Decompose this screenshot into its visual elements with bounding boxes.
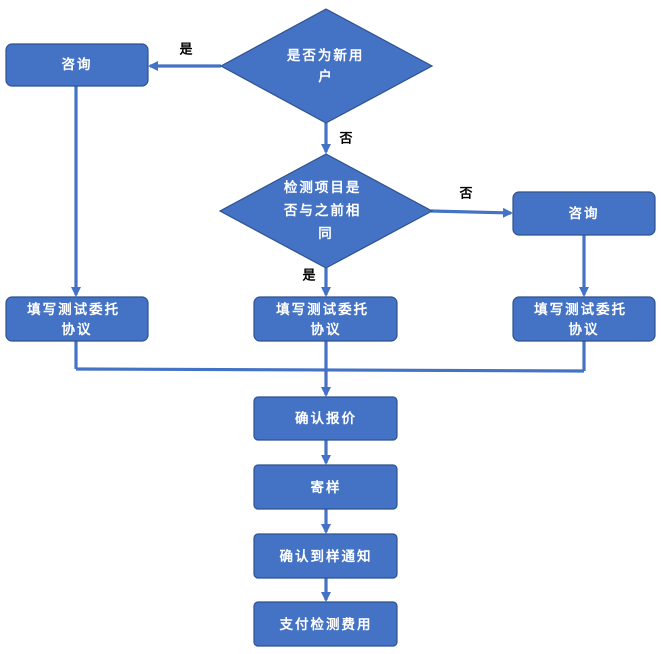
- box-form-right-text: 填写测试委托 协议: [534, 301, 634, 338]
- box-confirm-arrival-text: 确认到样通知: [280, 548, 373, 565]
- box-consult-right: 咨询: [512, 191, 656, 236]
- label-new-user-no: 否: [338, 132, 352, 147]
- edge-labels: 是 否 否 是: [178, 43, 472, 284]
- decision-new-user: 是否为新用 户: [219, 8, 434, 124]
- label-new-user-yes: 是: [178, 43, 193, 58]
- box-form-left-text: 填写测试委托 协议: [27, 301, 127, 338]
- edges: [71, 61, 589, 602]
- label-same-items-no: 否: [458, 187, 472, 202]
- box-send-sample-text: 寄样: [311, 479, 342, 496]
- label-same-items-yes: 是: [301, 269, 316, 284]
- box-consult-right-text: 咨询: [569, 205, 600, 222]
- decision-same-items: 检测项目是 否与之前相 同: [218, 153, 434, 269]
- box-send-sample: 寄样: [253, 464, 398, 510]
- box-confirm-arrival: 确认到样通知: [253, 533, 398, 579]
- box-form-middle-text: 填写测试委托 协议: [276, 301, 376, 338]
- decision-same-items-text: 检测项目是 否与之前相 同: [283, 179, 368, 242]
- decision-new-user-text: 是否为新用 户: [287, 47, 371, 85]
- edge-merge-bar: [75, 367, 585, 373]
- box-form-right: 填写测试委托 协议: [512, 296, 656, 342]
- box-confirm-quote-text: 确认报价: [295, 410, 357, 427]
- box-consult-left-text: 咨询: [62, 56, 93, 73]
- box-pay-fee-text: 支付检测费用: [279, 616, 373, 633]
- box-form-middle: 填写测试委托 协议: [253, 296, 398, 342]
- box-form-left: 填写测试委托 协议: [5, 296, 149, 342]
- box-consult-left: 咨询: [5, 43, 149, 87]
- edge-same-items-to-consult-right: [430, 207, 513, 218]
- box-pay-fee: 支付检测费用: [253, 601, 398, 647]
- box-confirm-quote: 确认报价: [253, 396, 398, 441]
